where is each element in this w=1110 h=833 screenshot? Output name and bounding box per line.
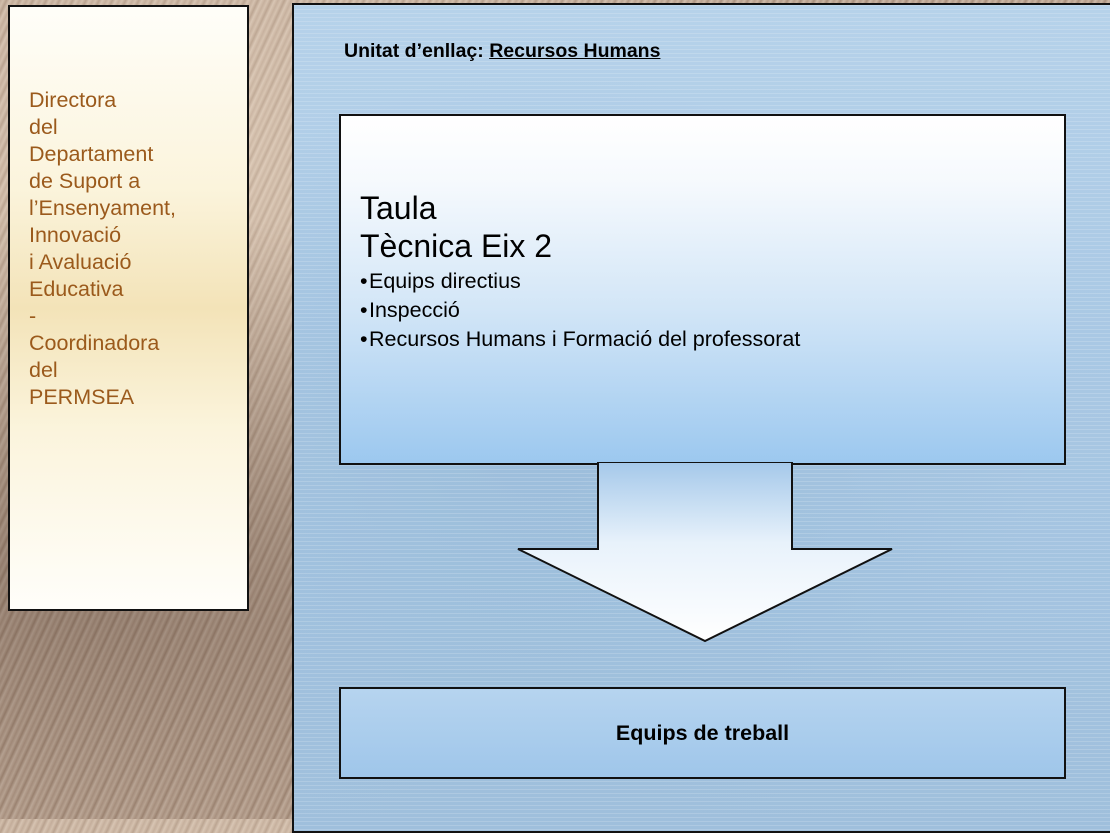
taula-items-list: •Equips directius •Inspecció •Recursos H… <box>360 267 1064 354</box>
list-item-label: Equips directius <box>369 269 521 293</box>
equips-label: Equips de treball <box>615 720 790 745</box>
description-line: - <box>29 304 37 328</box>
description-line: Educativa <box>29 277 124 301</box>
description-line: i Avaluació <box>29 250 132 274</box>
bullet-icon: • <box>360 298 368 322</box>
list-item: •Recursos Humans i Formació del professo… <box>360 325 1064 354</box>
taula-title-line1: Taula <box>360 190 437 226</box>
list-item-label: Inspecció <box>369 298 460 322</box>
bullet-icon: • <box>360 269 368 293</box>
description-line: del <box>29 115 58 139</box>
description-line: Innovació <box>29 223 122 247</box>
director-description-box: Directora del Departament de Suport a l’… <box>8 5 249 611</box>
list-item-label: Recursos Humans i Formació del professor… <box>369 327 801 351</box>
description-line: Departament <box>29 142 154 166</box>
description-line: Coordinadora <box>29 331 160 355</box>
panel-title-prefix: Unitat d’enllaç: <box>344 40 484 62</box>
bullet-icon: • <box>360 327 368 351</box>
recursos-humans-link[interactable]: Recursos Humans <box>489 40 661 62</box>
panel-title: Unitat d’enllaç: Recursos Humans <box>344 40 660 63</box>
description-line: Directora <box>29 88 117 112</box>
equips-de-treball-box: Equips de treball <box>339 687 1066 779</box>
description-line: del <box>29 358 58 382</box>
list-item: •Inspecció <box>360 296 1064 325</box>
description-line: de Suport a <box>29 169 141 193</box>
taula-tecnica-box: Taula Tècnica Eix 2 •Equips directius •I… <box>339 114 1066 465</box>
description-line: l’Ensenyament, <box>29 196 176 220</box>
description-line: PERMSEA <box>29 385 135 409</box>
list-item: •Equips directius <box>360 267 1064 296</box>
taula-title-line2: Tècnica Eix 2 <box>360 228 553 264</box>
